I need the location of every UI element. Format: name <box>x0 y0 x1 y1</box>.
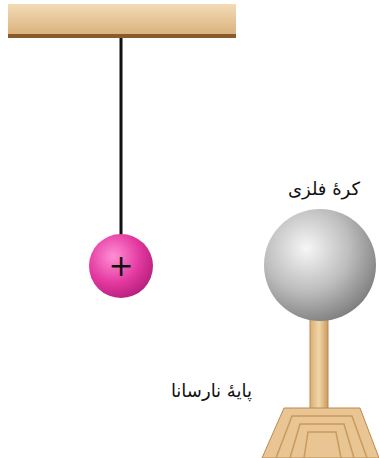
sphere-shape <box>263 208 377 322</box>
part-name: پایهٔ نارسانا <box>171 380 252 402</box>
stand-post <box>310 318 328 414</box>
ceiling-edge <box>8 34 236 38</box>
stand-base-grain <box>290 424 354 458</box>
charge-sign: + <box>88 233 154 299</box>
metal-sphere: کرهٔ فلزی <box>263 208 377 322</box>
stand-base-grain <box>304 432 341 458</box>
thread <box>120 38 123 236</box>
stand-base-grain <box>276 416 367 458</box>
ball-body <box>89 234 153 298</box>
ceiling <box>8 4 236 36</box>
stand-base <box>262 408 379 458</box>
part-name: کرهٔ فلزی <box>288 178 360 200</box>
sphere-body <box>264 209 376 321</box>
charged-ball: + <box>88 233 154 299</box>
